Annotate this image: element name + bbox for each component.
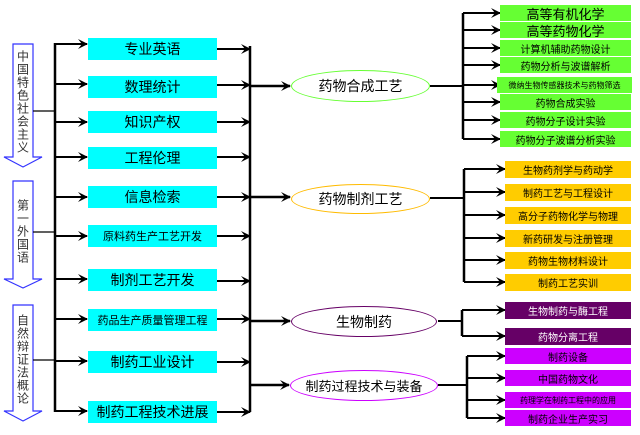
formulation-course-4[interactable]: 新药研发与注册管理 [505,230,631,247]
synthesis-course-6[interactable]: 药物合成实验 [500,94,631,110]
synthesis-course-3[interactable]: 计算机辅助药物设计 [500,40,631,56]
formulation-course-3[interactable]: 高分子药物化学与物理 [505,207,631,224]
arrow-shape-2 [3,180,43,289]
politics-arrow: 中国特色社会主义 [15,49,30,154]
course-box-2[interactable]: 数理统计 [88,76,217,98]
synthesis-course-8[interactable]: 药物分子波谱分析实验 [500,131,631,147]
equipment-course-3[interactable]: 药理学在制药工程中的应用 [505,392,631,408]
synthesis-course-1[interactable]: 高等有机化学 [500,5,631,21]
synthesis-course-7[interactable]: 药物分子设计实验 [500,112,631,128]
course-box-6[interactable]: 原料药生产工艺开发 [88,225,217,247]
formulation-course-1[interactable]: 生物药剂学与药动学 [505,161,631,178]
direction-biopharma[interactable]: 生物制药 [291,306,437,337]
synthesis-course-4[interactable]: 药物分析与波谱解析 [500,57,631,73]
course-box-3[interactable]: 知识产权 [88,111,217,133]
synthesis-course-5[interactable]: 微纳生物传感器技术与药物筛选 [497,77,632,93]
synthesis-course-2[interactable]: 高等药物化学 [500,22,631,38]
equipment-course-4[interactable]: 制药企业生产实习 [505,410,631,426]
direction-synthesis[interactable]: 药物合成工艺 [291,70,430,102]
direction-process-equipment[interactable]: 制药过程技术与装备 [290,370,438,401]
formulation-course-6[interactable]: 制药工艺实训 [505,274,631,291]
formulation-course-2[interactable]: 制药工艺与工程设计 [505,184,631,201]
course-box-8[interactable]: 药品生产质量管理工程 [88,309,217,331]
course-box-9[interactable]: 制药工业设计 [88,351,217,373]
course-box-5[interactable]: 信息检索 [88,186,217,208]
biopharma-course-1[interactable]: 生物制药与酶工程 [505,302,631,319]
formulation-course-5[interactable]: 药物生物材料设计 [505,252,631,269]
left-arrow-shapes [3,43,43,422]
direction-formulation[interactable]: 药物制剂工艺 [291,184,430,214]
equipment-course-1[interactable]: 制药设备 [505,348,631,364]
biopharma-course-2[interactable]: 药物分离工程 [505,328,631,345]
arrow-shape-1 [3,43,43,168]
foreign-language-arrow: 第一外国语 [15,198,30,264]
arrow-shape-3 [3,304,43,422]
equipment-course-2[interactable]: 中国药物文化 [505,370,631,386]
course-box-10[interactable]: 制药工程技术进展 [88,401,217,423]
dialectics-arrow: 自然辩证法概论 [15,313,30,405]
course-box-7[interactable]: 制剂工艺开发 [88,269,217,291]
course-box-4[interactable]: 工程伦理 [88,147,217,169]
course-box-1[interactable]: 专业英语 [88,38,217,60]
